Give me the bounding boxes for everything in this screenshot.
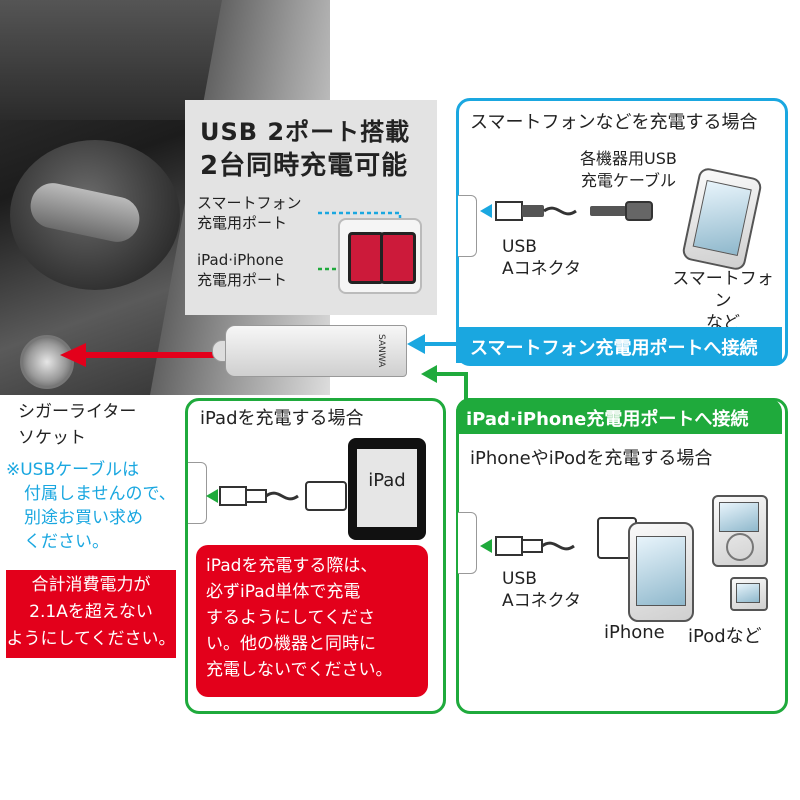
ipod-label: iPodなど	[688, 626, 762, 647]
power-warning: 合計消費電力が 2.1Aを超えない ようにしてください。	[6, 570, 176, 658]
iphone-usb-a-line2: Aコネクタ	[502, 591, 581, 611]
ipad-warning: iPadを充電する際は、 必ずiPad単体で充電 するようにしてくださ い。他の…	[196, 545, 428, 697]
iphone-label: iPhone	[604, 622, 665, 643]
socket-label-line1: シガーライター	[18, 402, 137, 422]
ipod-nano-icon	[730, 577, 768, 611]
ipad-warning-line2: 必ずiPad単体で充電	[206, 582, 361, 602]
usb-a-label-line1: USB	[502, 237, 537, 257]
iphone-usb-socket-tab	[458, 512, 477, 574]
cigarette-lighter-socket	[20, 335, 74, 389]
usb-port-left	[348, 232, 384, 284]
note-line1: ※USBケーブルは	[6, 460, 140, 480]
iphone-cable-icon	[480, 517, 637, 559]
usb-cable-icon	[480, 201, 653, 221]
ipad-port-label: iPad·iPhone 充電用ポート	[197, 250, 287, 290]
ipad-usb-socket-tab	[188, 462, 207, 524]
ipad-device-label: iPad	[368, 470, 406, 491]
iphone-usb-a-label: USB Aコネクタ	[502, 568, 581, 612]
green-connector-line	[432, 372, 468, 402]
ipad-warning-line1: iPadを充電する際は、	[206, 556, 378, 576]
ipad-screen	[357, 449, 417, 527]
iphone-usb-a-line1: USB	[502, 569, 537, 589]
ipad-iphone-port-bar: iPad·iPhone充電用ポートへ接続	[456, 398, 782, 434]
usb-port-closeup	[338, 218, 422, 294]
note-line4: ください。	[24, 532, 109, 552]
usb-a-label-line2: Aコネクタ	[502, 259, 581, 279]
ipad-cable-icon	[206, 481, 347, 511]
smartphone-port-label-line2: 充電用ポート	[197, 214, 288, 232]
socket-label-line2: ソケット	[18, 428, 86, 448]
car-charger: SANWA	[225, 325, 407, 377]
smartphone-port-label-line1: スマートフォン	[197, 194, 302, 212]
ipad-warning-line3: するようにしてくださ	[206, 608, 375, 628]
smartphone-port-label: スマートフォン 充電用ポート	[197, 193, 302, 233]
socket-label: シガーライター ソケット	[12, 395, 174, 455]
power-warning-line3: ようにしてください。	[6, 629, 176, 649]
charger-brand: SANWA	[376, 334, 386, 368]
ipad-iphone-port-bar-label: iPad·iPhone充電用ポートへ接続	[466, 409, 749, 430]
cable-label-line1: 各機器用USB	[580, 149, 677, 168]
note-line2: 付属しませんので、	[24, 484, 176, 504]
power-warning-line2: 2.1Aを超えない	[29, 602, 153, 622]
ipad-warning-line4: い。他の機器と同時に	[206, 634, 376, 654]
cable-label: 各機器用USB 充電ケーブル	[580, 148, 677, 192]
usb-socket-tab	[458, 195, 477, 257]
usb-port-right	[380, 232, 416, 284]
iphone-device-icon	[628, 522, 694, 622]
click-wheel	[726, 533, 754, 561]
note-line3: 別途お買い求め	[24, 508, 143, 528]
iphone-section-title: iPhoneやiPodを充電する場合	[470, 448, 713, 469]
ipad-port-label-line1: iPad·iPhone	[197, 251, 284, 269]
smartphone-screen	[692, 179, 752, 257]
ipad-warning-line5: 充電しないでください。	[206, 660, 393, 680]
red-arrow-icon	[60, 343, 220, 367]
ipad-port-label-line2: 充電用ポート	[197, 271, 288, 289]
power-warning-line1: 合計消費電力が	[31, 575, 151, 595]
ipod-nano-screen	[736, 583, 760, 603]
usb-a-connector-label: USB Aコネクタ	[502, 236, 581, 280]
smartphone-port-bar: スマートフォン充電用ポートへ接続	[456, 327, 782, 363]
ipod-classic-screen	[719, 502, 759, 532]
smartphone-port-bar-label: スマートフォン充電用ポートへ接続	[470, 338, 758, 359]
feature-title-line1: USB 2ポート搭載	[200, 118, 411, 146]
smartphone-section-title: スマートフォンなどを充電する場合	[470, 112, 758, 133]
ipod-classic-icon	[712, 495, 768, 567]
cable-label-line2: 充電ケーブル	[580, 171, 676, 190]
cable-not-included-note: ※USBケーブルは 付属しませんので、 別途お買い求め ください。	[6, 458, 186, 554]
ipad-section-title: iPadを充電する場合	[200, 408, 364, 429]
feature-title-line2: 2台同時充電可能	[200, 151, 409, 181]
smartphone-device-label: スマートフォン など	[668, 268, 778, 334]
smartphone-device-label-line1: スマートフォン	[672, 269, 774, 311]
iphone-screen	[636, 536, 686, 606]
